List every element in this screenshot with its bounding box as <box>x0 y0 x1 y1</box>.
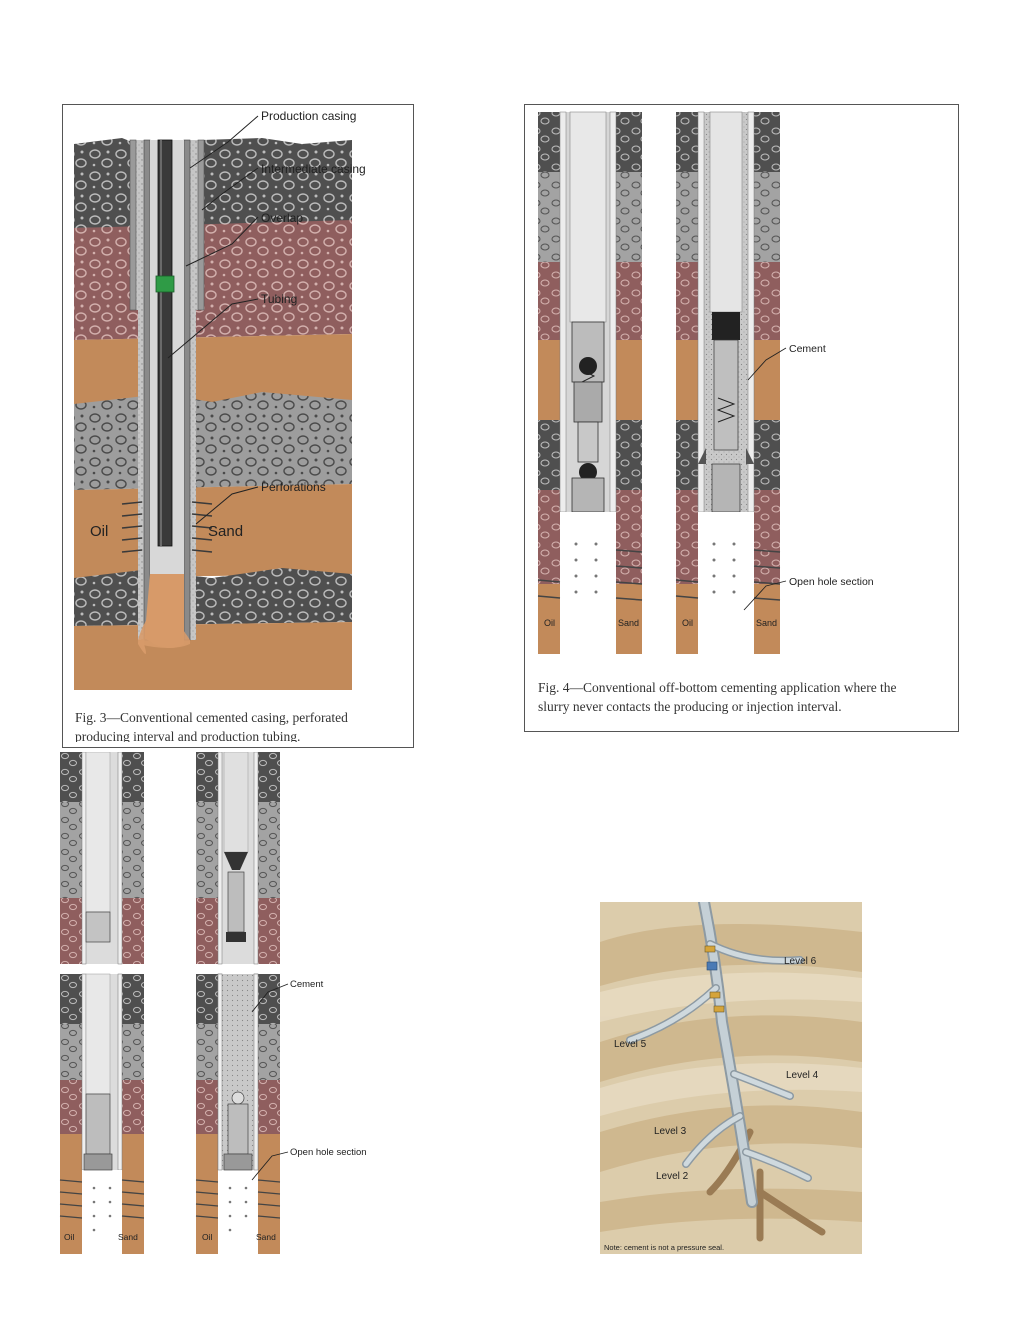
fig3-label-production-casing: Production casing <box>261 109 356 123</box>
fig6-label-level5: Level 5 <box>614 1039 647 1050</box>
fig4-caption-line1: Fig. 4—Conventional off-bottom cementing… <box>538 680 897 695</box>
fig5-panel-top-left <box>59 752 145 965</box>
fig3-perforations <box>121 501 213 553</box>
fig3-label-perforations: Perforations <box>261 480 326 494</box>
fig6-label-level3: Level 3 <box>654 1126 687 1137</box>
fig4-label-sand-left: Sand <box>618 618 639 628</box>
fig6-diagram: Level 6 Level 5 Level 4 Level 3 Level 2 … <box>600 902 862 1254</box>
fig5-label-oil-right: Oil <box>202 1232 213 1242</box>
fig4-caption-line2: slurry never contacts the producing or i… <box>538 699 842 714</box>
fig4-right-well <box>675 111 781 654</box>
fig3-label-sand: Sand <box>208 523 243 540</box>
fig3-strata <box>74 138 352 690</box>
fig5-label-sand-left: Sand <box>118 1232 138 1242</box>
fig5-label-open-hole: Open hole section <box>290 1147 367 1158</box>
fig4-label-oil-left: Oil <box>544 618 555 628</box>
fig4-caption: Fig. 4—Conventional off-bottom cementing… <box>538 678 954 716</box>
fig4-diagram: Cement Open hole section Oil Sand Oil Sa… <box>537 111 874 654</box>
fig3-label-tubing: Tubing <box>261 292 297 306</box>
fig6-label-level4: Level 4 <box>786 1070 819 1081</box>
fig5-diagram: Cement Open hole section Oil Sand Oil Sa… <box>59 752 367 1254</box>
fig6-label-level2: Level 2 <box>656 1171 689 1182</box>
fig4-label-cement: Cement <box>789 343 826 355</box>
fig3-caption-line1: Fig. 3—Conventional cemented casing, per… <box>75 710 348 725</box>
fig5-label-oil-left: Oil <box>64 1232 75 1242</box>
fig3-label-oil: Oil <box>90 523 108 540</box>
fig4-label-open-hole: Open hole section <box>789 576 874 588</box>
fig5-panel-bottom-left <box>59 973 145 1254</box>
fig5-panel-bottom-right <box>195 973 281 1254</box>
fig3-caption: Fig. 3—Conventional cemented casing, per… <box>75 708 405 742</box>
fig5-label-cement: Cement <box>290 979 324 990</box>
fig3-label-overlap: Overlap <box>261 211 303 225</box>
fig6-junctions <box>704 945 725 1013</box>
fig4-left-well <box>537 111 643 654</box>
fig3-label-intermediate-casing: Intermediate casing <box>261 162 366 176</box>
fig3-diagram: Production casing Intermediate casing Ov… <box>74 109 366 690</box>
fig4-label-oil-right: Oil <box>682 618 693 628</box>
fig4-label-sand-right: Sand <box>756 618 777 628</box>
fig6-label-level6: Level 6 <box>784 956 817 967</box>
fig5-label-sand-right: Sand <box>256 1232 276 1242</box>
fig3-caption-line2: producing interval and production tubing… <box>75 729 301 742</box>
fig6-note: Note: cement is not a pressure seal. <box>604 1243 724 1252</box>
fig5-panel-top-right <box>195 752 281 965</box>
